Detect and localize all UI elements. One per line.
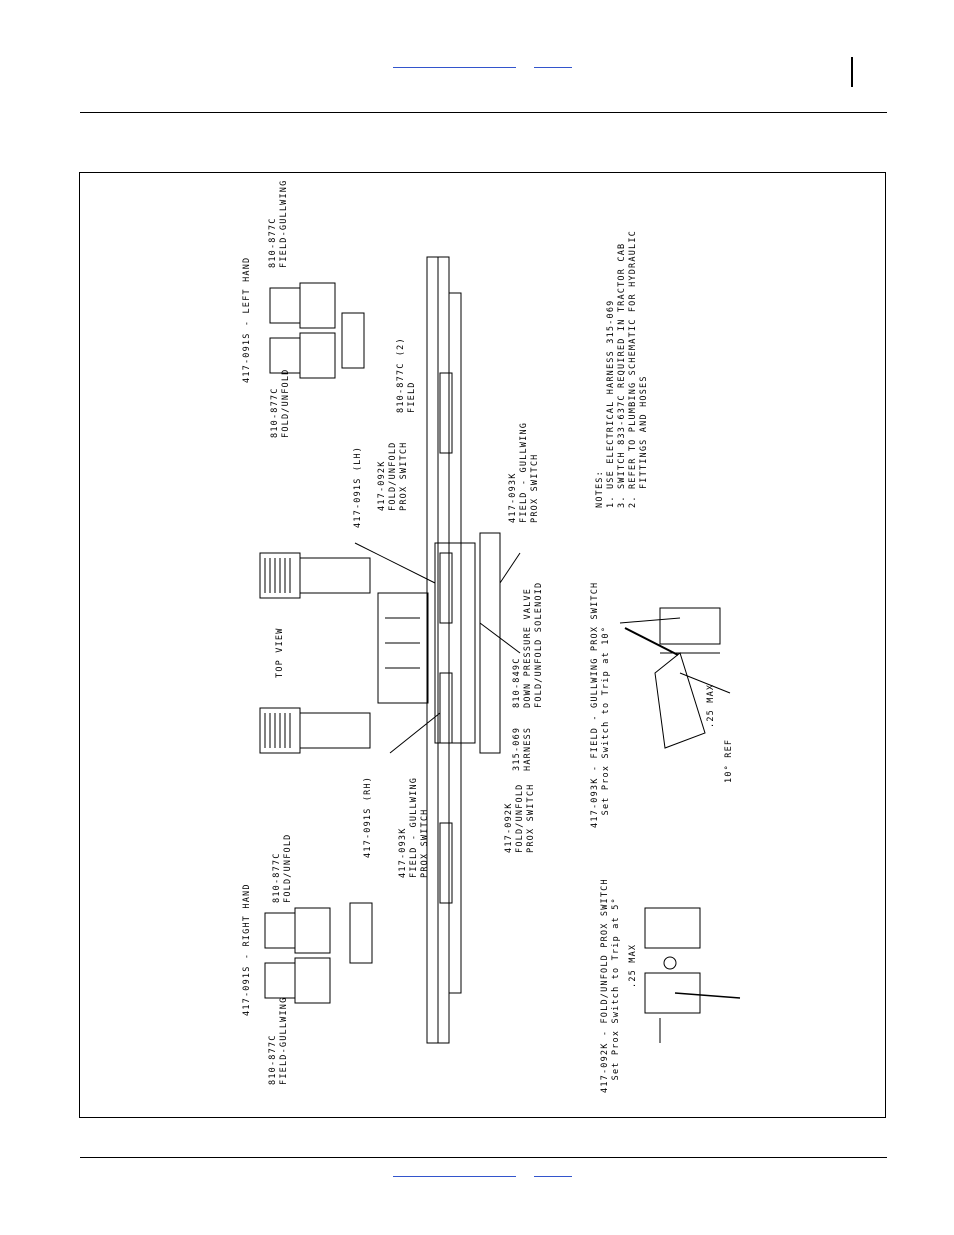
header-link-page[interactable] — [534, 67, 572, 68]
label-detail-fold-max: .25 MAX — [628, 943, 638, 988]
label-field-gullwing-rh-valve: 810-877C FIELD-GULLWING — [268, 996, 289, 1085]
center-hitch — [377, 592, 429, 704]
label-solenoid-rh-short: 417-091S (RH) — [363, 775, 373, 858]
label-field-gullwing-lh-valve: 810-877C FIELD-GULLWING — [268, 179, 289, 268]
diagram-artwork — [259, 256, 741, 1044]
valve-block-lh — [269, 282, 365, 379]
footer-link-page[interactable] — [534, 1176, 572, 1177]
valve-block-rh — [264, 902, 373, 1004]
label-fold-prox-rh: 417-092K FOLD/UNFOLD PROX SWITCH — [504, 783, 536, 854]
label-detail-fold: 417-092K - FOLD/UNFOLD PROX SWITCH Set P… — [600, 878, 621, 1093]
label-field-prox-rh: 417-093K FIELD - GULLWING PROX SWITCH — [398, 776, 430, 878]
detail-field-prox — [624, 607, 731, 749]
label-solenoid-lh-short: 417-091S (LH) — [353, 445, 363, 528]
detail-fold-prox — [644, 907, 741, 1043]
wheel-left — [259, 552, 371, 599]
label-detail-field: 417-093K - FIELD - GULLWING PROX SWITCH … — [590, 581, 611, 828]
header-rule — [80, 112, 887, 113]
header-vertical-bar — [851, 57, 853, 87]
header-link-title[interactable] — [393, 67, 516, 68]
label-field-valve-lh: 810-877C (2) FIELD — [396, 337, 417, 413]
label-solenoid-rh: 417-091S - RIGHT HAND — [242, 883, 252, 1016]
label-down-pressure: 810-849C DOWN PRESSURE VALVE FOLD/UNFOLD… — [512, 581, 544, 708]
label-solenoid-lh: 417-091S - LEFT HAND — [242, 256, 252, 383]
label-detail-field-max: .25 MAX — [706, 683, 716, 728]
label-field-prox-lh: 417-093K FIELD - GULLWING PROX SWITCH — [508, 421, 540, 523]
wiring-diagram-figure: 810-877C FOLD/UNFOLD 417-091S - LEFT HAN… — [79, 172, 886, 1118]
footer-link-title[interactable] — [393, 1176, 516, 1177]
label-fold-unfold-lh-valve: 810-877C FOLD/UNFOLD — [270, 368, 291, 439]
wheel-right — [259, 707, 371, 754]
label-fold-prox-lh: 417-092K FOLD/UNFOLD PROX SWITCH — [377, 441, 409, 512]
footer-rule — [80, 1157, 887, 1158]
label-detail-field-ref: 10° REF — [724, 738, 734, 783]
label-top-view: TOP VIEW — [275, 627, 285, 678]
label-harness: 315-069 HARNESS — [512, 726, 533, 771]
label-fold-unfold-rh-valve: 810-877C FOLD/UNFOLD — [272, 833, 293, 904]
notes-block: NOTES: 1. USE ELECTRICAL HARNESS 315-069… — [595, 230, 649, 508]
